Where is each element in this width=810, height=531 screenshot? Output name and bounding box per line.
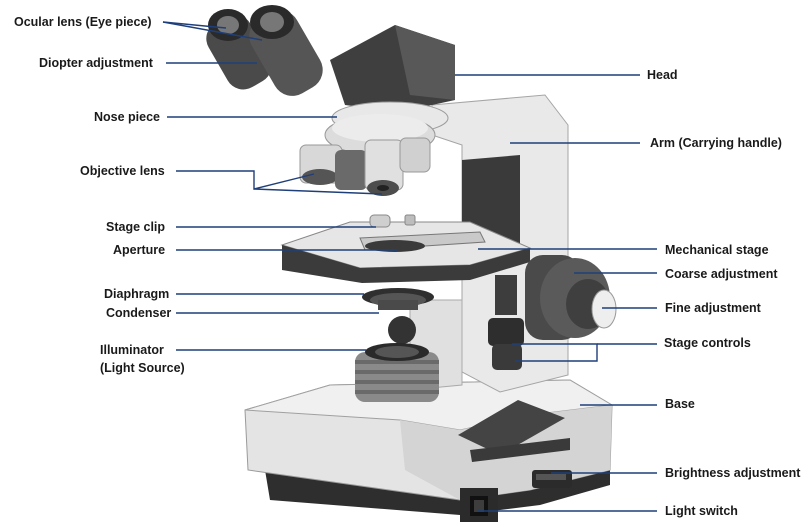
- label-illuminator: Illuminator: [100, 343, 164, 357]
- label-ocular-lens: Ocular lens (Eye piece): [14, 15, 152, 29]
- label-brightness-adjustment: Brightness adjustment: [665, 466, 801, 480]
- label-diopter-adjustment: Diopter adjustment: [39, 56, 153, 70]
- leader-objective-2: [253, 188, 383, 195]
- leader-lines: [162, 21, 657, 512]
- leader-ocular-2: [162, 21, 263, 41]
- illuminator-shape: [355, 343, 439, 402]
- focus-knob-shape: [525, 255, 617, 340]
- label-diaphragm: Diaphragm: [104, 287, 170, 301]
- label-coarse-adjustment: Coarse adjustment: [665, 267, 778, 281]
- head-shape: [206, 5, 455, 135]
- label-light-source: (Light Source): [100, 361, 185, 375]
- label-stage-clip: Stage clip: [106, 220, 166, 234]
- label-head: Head: [647, 68, 678, 82]
- label-base: Base: [665, 397, 695, 411]
- leader-objective: [176, 170, 315, 190]
- stage-shape: [280, 214, 532, 283]
- stage-controls-shape: [488, 275, 524, 370]
- label-fine-adjustment: Fine adjustment: [665, 301, 761, 315]
- label-condenser: Condenser: [106, 306, 172, 320]
- objective-shapes: [299, 137, 431, 196]
- leader-stage-controls: [512, 343, 598, 362]
- leader-ocular-1: [162, 21, 227, 29]
- label-light-switch: Light switch: [665, 504, 738, 518]
- label-aperture: Aperture: [113, 243, 166, 257]
- label-nose-piece: Nose piece: [94, 110, 161, 124]
- label-objective-lens: Objective lens: [80, 164, 165, 178]
- brightness-knob-shape: [532, 470, 572, 488]
- condenser-shape: [362, 288, 434, 344]
- label-stage-controls: Stage controls: [664, 336, 751, 350]
- label-arm: Arm (Carrying handle): [650, 136, 782, 150]
- light-switch-shape: [460, 488, 498, 522]
- label-mechanical-stage: Mechanical stage: [665, 243, 769, 257]
